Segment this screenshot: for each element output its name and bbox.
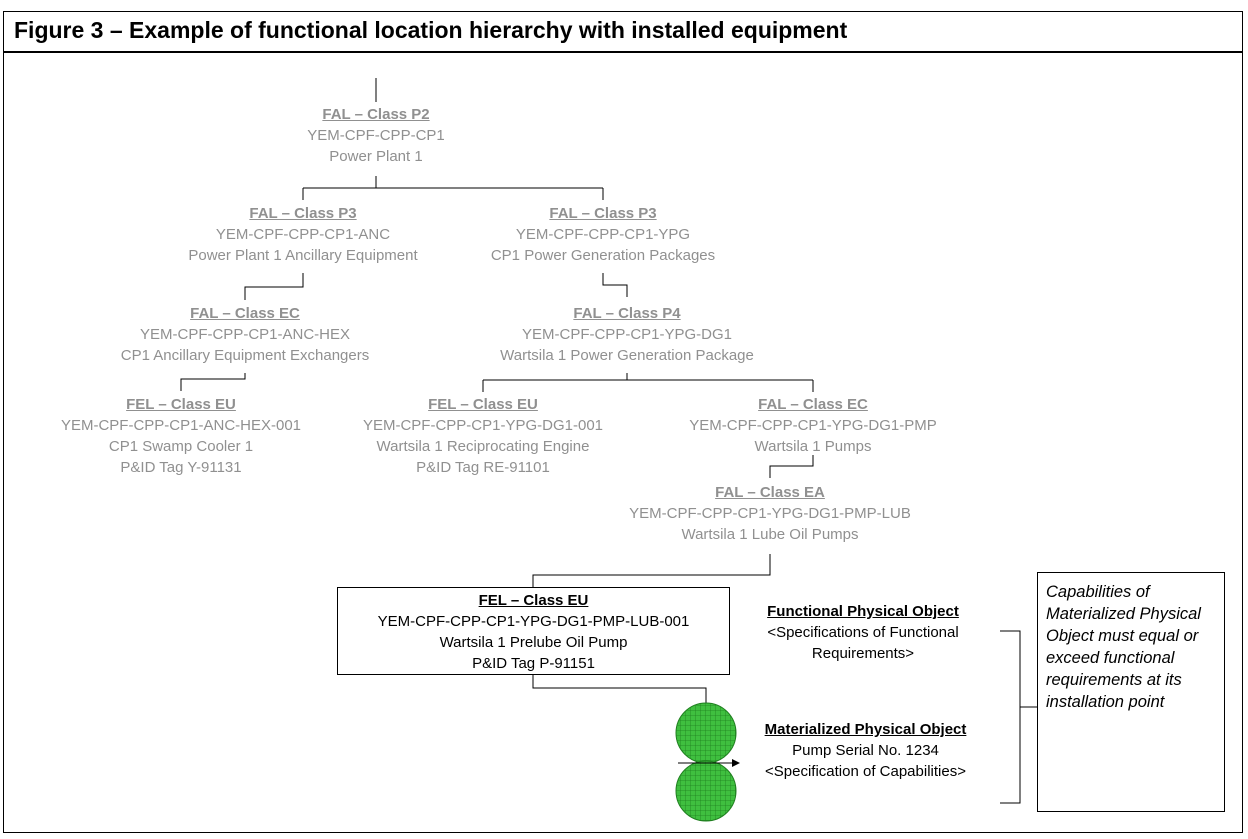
materialized-line-2: <Specification of Capabilities>	[765, 763, 966, 780]
node-description: Wartsila 1 Lube Oil Pumps	[681, 526, 859, 543]
connector-pmp-lub	[769, 455, 814, 478]
node-power-generation-packages: FAL – Class P3 YEM-CPF-CPP-CP1-YPG CP1 P…	[463, 203, 743, 266]
node-code: YEM-CPF-CPP-CP1-YPG-DG1-PMP-LUB	[629, 505, 911, 522]
functional-physical-object: Functional Physical Object <Specificatio…	[733, 601, 993, 664]
node-header: FEL – Class EU	[126, 396, 236, 413]
functional-line-1: <Specifications of Functional	[767, 624, 959, 641]
figure-frame	[3, 11, 1243, 833]
node-tag: P&ID Tag P-91151	[472, 655, 595, 672]
node-pumps: FAL – Class EC YEM-CPF-CPP-CP1-YPG-DG1-P…	[663, 394, 963, 457]
node-description: CP1 Power Generation Packages	[490, 247, 716, 264]
node-header: FAL – Class P3	[549, 205, 657, 222]
node-code: YEM-CPF-CPP-CP1-YPG-DG1	[521, 326, 733, 343]
bracket-right	[1000, 630, 1037, 804]
node-prelube-oil-pump: FEL – Class EU YEM-CPF-CPP-CP1-YPG-DG1-P…	[337, 590, 730, 674]
node-description: CP1 Ancillary Equipment Exchangers	[120, 347, 370, 364]
pump-icon	[675, 702, 740, 822]
materialized-header: Materialized Physical Object	[764, 721, 967, 738]
connector-lub-lub001	[532, 554, 771, 587]
node-code: YEM-CPF-CPP-CP1-YPG-DG1-001	[362, 417, 604, 434]
node-lube-oil-pumps: FAL – Class EA YEM-CPF-CPP-CP1-YPG-DG1-P…	[600, 482, 940, 545]
node-power-plant-1: FAL – Class P2 YEM-CPF-CPP-CP1 Power Pla…	[226, 104, 526, 167]
connector-dg1-children	[482, 373, 814, 392]
node-description: Wartsila 1 Power Generation Package	[500, 347, 754, 364]
connector-hex-hex001	[180, 373, 246, 391]
node-description: Power Plant 1	[329, 148, 423, 165]
node-description: Wartsila 1 Pumps	[754, 438, 872, 455]
node-code: YEM-CPF-CPP-CP1	[307, 127, 445, 144]
node-header: FAL – Class EC	[758, 396, 868, 413]
node-code: YEM-CPF-CPP-CP1-YPG-DG1-PMP	[689, 417, 937, 434]
node-header: FEL – Class EU	[428, 396, 538, 413]
node-ancillary-equipment: FAL – Class P3 YEM-CPF-CPP-CP1-ANC Power…	[163, 203, 443, 266]
connector-lub001-pump	[532, 675, 707, 712]
node-power-generation-package: FAL – Class P4 YEM-CPF-CPP-CP1-YPG-DG1 W…	[467, 303, 787, 366]
node-description: CP1 Swamp Cooler 1	[108, 438, 254, 455]
node-reciprocating-engine: FEL – Class EU YEM-CPF-CPP-CP1-YPG-DG1-0…	[333, 394, 633, 478]
node-tag: P&ID Tag RE-91101	[416, 459, 550, 476]
node-header: FAL – Class P4	[573, 305, 681, 322]
node-code: YEM-CPF-CPP-CP1-ANC-HEX	[139, 326, 350, 343]
connector-ypg-dg1	[602, 273, 628, 297]
node-header: FAL – Class EC	[190, 305, 300, 322]
functional-header: Functional Physical Object	[767, 603, 959, 620]
node-code: YEM-CPF-CPP-CP1-ANC	[215, 226, 391, 243]
figure-title: Figure 3 – Example of functional locatio…	[14, 17, 848, 43]
capabilities-note: Capabilities of Materialized Physical Ob…	[1037, 572, 1225, 812]
node-description: Wartsila 1 Reciprocating Engine	[376, 438, 590, 455]
prelube-pump-box	[337, 587, 730, 675]
node-code: YEM-CPF-CPP-CP1-ANC-HEX-001	[60, 417, 302, 434]
connector-anc-hex	[244, 273, 304, 300]
node-description: Wartsila 1 Prelube Oil Pump	[439, 634, 628, 651]
functional-line-2: Requirements>	[811, 645, 915, 662]
node-code: YEM-CPF-CPP-CP1-YPG-DG1-PMP-LUB-001	[377, 613, 690, 630]
node-ancillary-exchangers: FAL – Class EC YEM-CPF-CPP-CP1-ANC-HEX C…	[105, 303, 385, 366]
node-description: Power Plant 1 Ancillary Equipment	[188, 247, 418, 264]
node-header: FEL – Class EU	[478, 592, 589, 609]
node-header: FAL – Class EA	[715, 484, 825, 501]
node-header: FAL – Class P3	[249, 205, 357, 222]
connector-p2-children	[302, 176, 604, 200]
node-swamp-cooler: FEL – Class EU YEM-CPF-CPP-CP1-ANC-HEX-0…	[31, 394, 331, 478]
node-tag: P&ID Tag Y-91131	[120, 459, 242, 476]
materialized-physical-object: Materialized Physical Object Pump Serial…	[733, 719, 998, 782]
materialized-line-1: Pump Serial No. 1234	[792, 742, 939, 759]
title-rule	[3, 51, 1243, 53]
node-header: FAL – Class P2	[322, 106, 430, 123]
node-code: YEM-CPF-CPP-CP1-YPG	[515, 226, 691, 243]
